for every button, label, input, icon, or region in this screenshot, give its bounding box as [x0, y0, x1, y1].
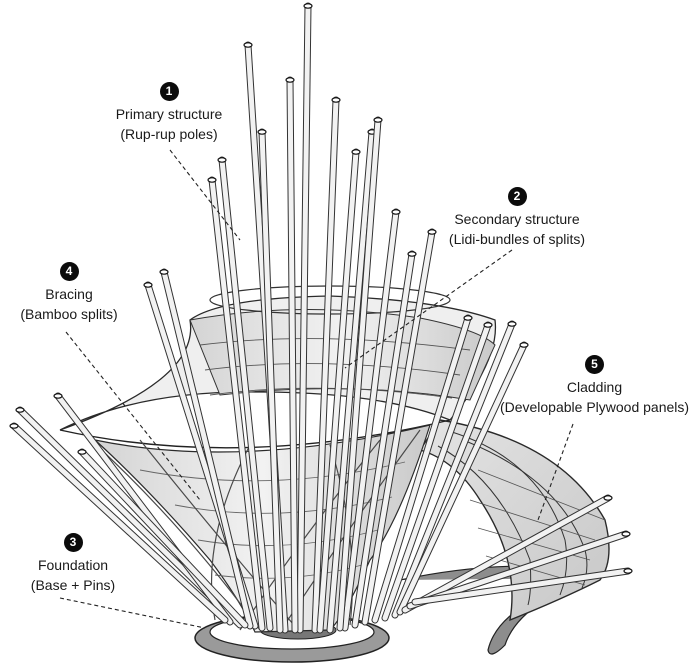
- pole-cap: [160, 270, 168, 274]
- pole-cap: [258, 130, 266, 134]
- pole-cap: [520, 343, 528, 347]
- pole-cap: [484, 323, 492, 327]
- pole-cap: [508, 322, 516, 326]
- label-foundation: 3 Foundation (Base + Pins): [8, 533, 138, 595]
- pole-cap: [374, 118, 382, 122]
- pole-cap: [304, 4, 312, 8]
- badge-4: 4: [60, 262, 79, 281]
- badge-1: 1: [160, 82, 179, 101]
- primary-detail: (Rup-rup poles): [88, 124, 250, 144]
- bracing-detail: (Bamboo splits): [4, 304, 134, 324]
- pole-cap: [10, 424, 18, 428]
- pole-cap: [218, 158, 226, 162]
- secondary-detail: (Lidi-bundles of splits): [426, 229, 608, 249]
- label-cladding: 5 Cladding (Developable Plywood panels): [492, 355, 697, 417]
- pole-cap: [352, 150, 360, 154]
- badge-2: 2: [508, 187, 527, 206]
- bracing-title: Bracing: [4, 284, 134, 304]
- label-secondary-structure: 2 Secondary structure (Lidi-bundles of s…: [426, 187, 608, 249]
- pole-cap: [144, 283, 152, 287]
- foundation-title: Foundation: [8, 555, 138, 575]
- leader-foundation: [60, 598, 205, 628]
- pole-cap: [16, 408, 24, 412]
- pole-cap: [332, 98, 340, 102]
- pole-cap: [622, 532, 630, 536]
- cladding-detail: (Developable Plywood panels): [492, 397, 697, 417]
- pole-cap: [392, 210, 400, 214]
- badge-5: 5: [585, 355, 604, 374]
- primary-title: Primary structure: [88, 104, 250, 124]
- cladding-title: Cladding: [492, 377, 697, 397]
- foundation-detail: (Base + Pins): [8, 575, 138, 595]
- badge-3: 3: [64, 533, 83, 552]
- pole-cap: [208, 178, 216, 182]
- secondary-title: Secondary structure: [426, 209, 608, 229]
- pole-cap: [604, 496, 612, 500]
- label-bracing: 4 Bracing (Bamboo splits): [4, 262, 134, 324]
- label-primary-structure: 1 Primary structure (Rup-rup poles): [88, 82, 250, 144]
- pole-cap: [464, 316, 472, 320]
- pole-cap: [286, 78, 294, 82]
- pole-cap: [54, 394, 62, 398]
- pole-cap: [78, 450, 86, 454]
- pole-cap: [624, 569, 632, 573]
- pole-cap: [408, 252, 416, 256]
- pole-cap: [244, 43, 252, 47]
